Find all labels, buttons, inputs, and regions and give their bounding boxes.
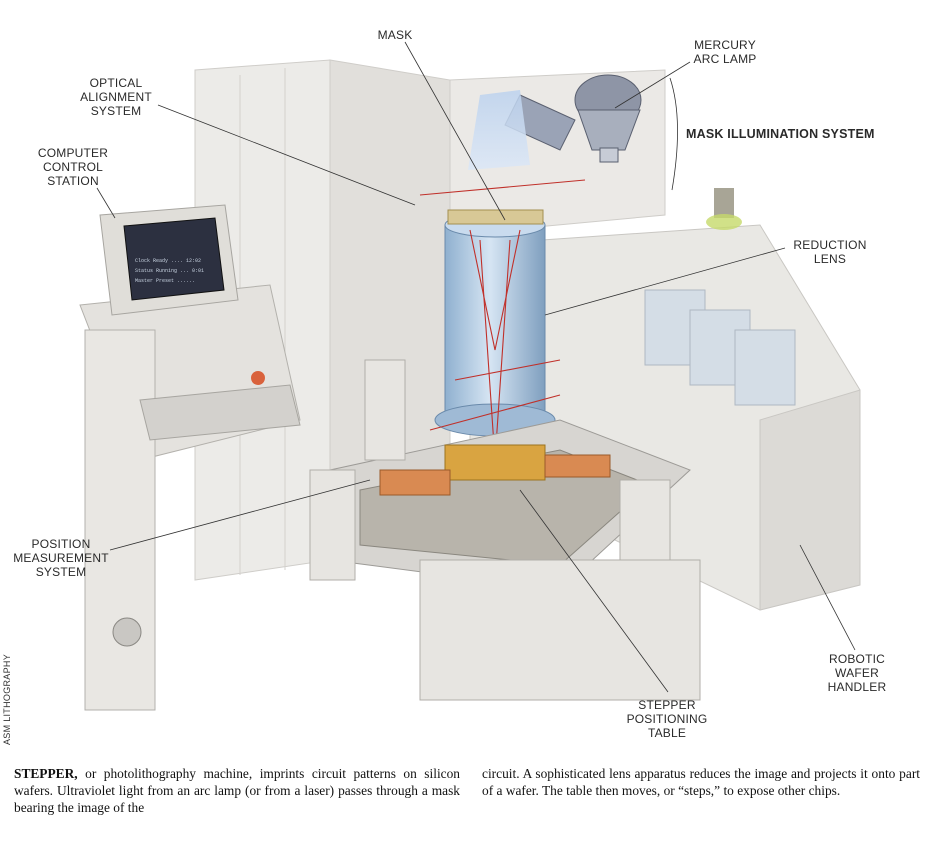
label-reduction-lens: REDUCTION LENS — [782, 238, 878, 266]
label-robotic-wafer-handler: ROBOTIC WAFER HANDLER — [812, 652, 902, 694]
svg-text:Clock Ready .... 12:02: Clock Ready .... 12:02 — [135, 258, 201, 264]
svg-text:Master Preset ......: Master Preset ...... — [135, 278, 195, 284]
caption-text-1: or photolithography machine, imprints ci… — [14, 766, 460, 815]
reduction-lens — [435, 210, 555, 436]
label-mercury-arc-lamp: MERCURY ARC LAMP — [680, 38, 770, 66]
caption-column-1: STEPPER, or photolithography machine, im… — [14, 765, 460, 816]
image-credit: ASM LITHOGRAPHY — [2, 645, 14, 745]
svg-text:Status Running ... 0:01: Status Running ... 0:01 — [135, 268, 204, 274]
caption-column-2: circuit. A sophisticated lens apparatus … — [482, 765, 920, 799]
caption-lead: STEPPER, — [14, 766, 78, 781]
label-mask-illumination-system: MASK ILLUMINATION SYSTEM — [686, 127, 916, 141]
label-mask: MASK — [368, 28, 422, 42]
caption-text-2: circuit. A sophisticated lens apparatus … — [482, 766, 920, 798]
label-position-measurement-system: POSITION MEASUREMENT SYSTEM — [2, 537, 120, 579]
label-stepper-positioning-table: STEPPER POSITIONING TABLE — [612, 698, 722, 740]
label-computer-control-station: COMPUTER CONTROL STATION — [20, 146, 126, 188]
label-optical-alignment-system: OPTICAL ALIGNMENT SYSTEM — [66, 76, 166, 118]
status-beacon — [706, 188, 742, 230]
